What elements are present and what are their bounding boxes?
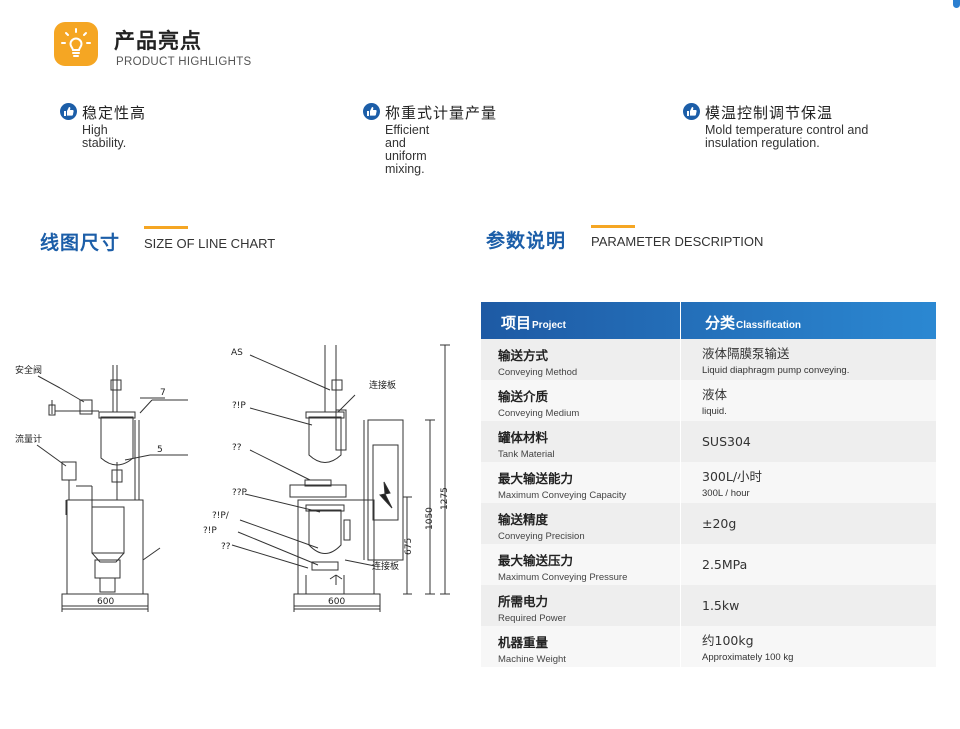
feature-title: 称重式计量产量 xyxy=(385,104,498,122)
highlights-subtitle: PRODUCT HIGHLIGHTS xyxy=(116,56,252,68)
chart-section-subtitle: SIZE OF LINE CHART xyxy=(144,236,276,251)
params-section-title: 参数说明 xyxy=(486,230,567,252)
line-drawing: 安全阀 流量计 7 5 600 AS ?!P ?? ??P ?!P/ ?!P ?… xyxy=(15,344,450,612)
label-num5: 5 xyxy=(157,445,163,455)
label-connector2: 连接板 xyxy=(372,560,399,572)
label-right-width: 600 xyxy=(328,597,345,607)
label-connector1: 连接板 xyxy=(369,379,396,391)
feature-title: 稳定性高 xyxy=(82,104,147,122)
thumbs-up-icon xyxy=(60,103,77,120)
label-h1275: 1275 xyxy=(440,487,450,510)
label-ip2: ??P xyxy=(232,488,248,498)
label-safety-valve: 安全阀 xyxy=(15,364,42,376)
thumbs-up-icon xyxy=(683,103,700,120)
label-h675: 675 xyxy=(404,538,414,555)
edge-decoration xyxy=(953,0,960,8)
params-section-subtitle: PARAMETER DESCRIPTION xyxy=(591,234,764,249)
chart-section-title: 线图尺寸 xyxy=(40,232,121,254)
section-accent-bar xyxy=(591,225,635,228)
feature-desc: Efficient and uniform mixing. xyxy=(385,123,430,176)
label-h1050: 1050 xyxy=(425,507,435,530)
thumbs-up-icon xyxy=(363,103,380,120)
feature-desc: High stability. xyxy=(82,123,127,150)
highlights-title: 产品亮点 xyxy=(114,29,202,53)
feature-title: 模温控制调节保温 xyxy=(705,104,834,122)
label-qq2: ?? xyxy=(221,542,231,552)
feature-desc: Mold temperature control and insulation … xyxy=(705,123,869,150)
label-ip4: ?!P xyxy=(203,526,217,536)
label-qq: ?? xyxy=(232,443,242,453)
lightbulb-icon xyxy=(54,22,98,66)
section-accent-bar xyxy=(144,226,188,229)
label-flowmeter: 流量计 xyxy=(15,433,42,445)
label-as: AS xyxy=(231,348,243,358)
label-ip1: ?!P xyxy=(232,401,246,411)
label-left-width: 600 xyxy=(97,597,114,607)
label-num7: 7 xyxy=(160,388,166,398)
label-ip3: ?!P/ xyxy=(212,511,230,521)
